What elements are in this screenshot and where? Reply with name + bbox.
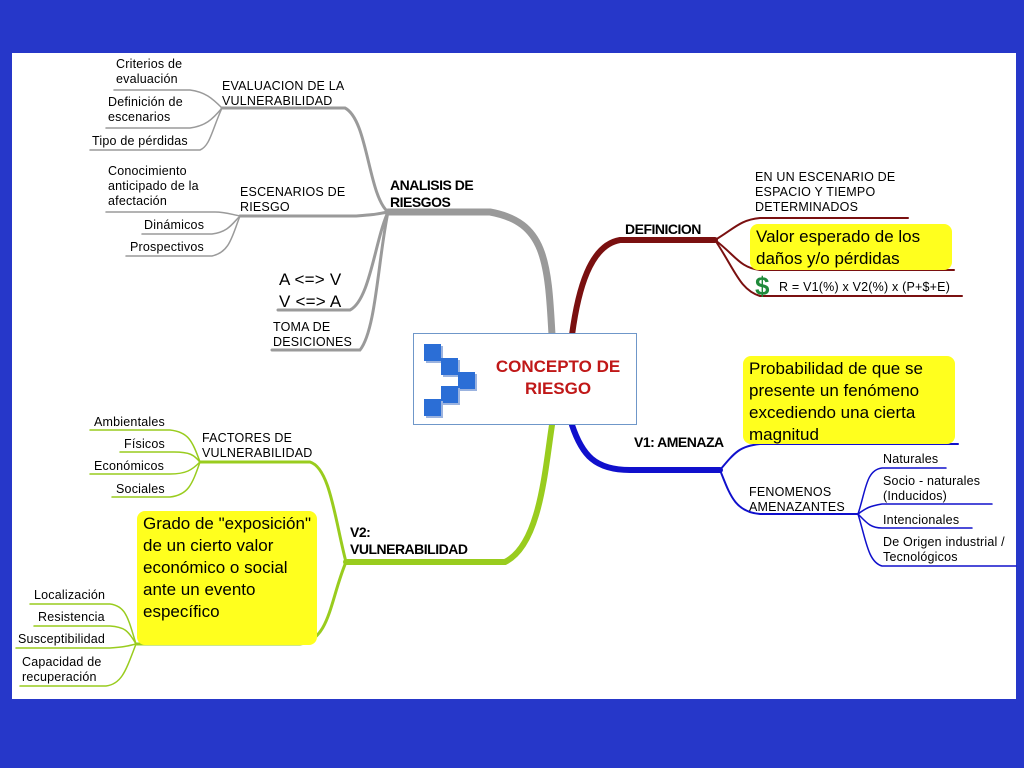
subtopic-conocimiento[interactable]: Conocimiento anticipado de la afectación [108,164,199,208]
subtopic-capacidad-recuperacion[interactable]: Capacidad de recuperación [22,655,102,684]
logo-square-icon [441,358,458,375]
subtopic-definicion-escenarios[interactable]: Definición de escenarios [108,95,183,124]
dollar-icon: $ [755,271,770,301]
highlight-grado-exposicion[interactable]: Grado de "exposición" de un cierto valor… [137,511,317,645]
topic-a-v[interactable]: A <=> V [279,270,342,289]
central-topic[interactable]: CONCEPTO DE RIESGO [413,333,637,425]
topic-escenarios[interactable]: ESCENARIOS DE RIESGO [240,185,346,214]
subtopic-ambientales[interactable]: Ambientales [94,415,165,429]
subtopic-resistencia[interactable]: Resistencia [38,610,105,624]
topic-vulnerabilidad[interactable]: V2: VULNERABILIDAD [350,524,468,557]
subtopic-susceptibilidad[interactable]: Susceptibilidad [18,632,106,646]
topic-analisis[interactable]: ANALISIS DE RIESGOS [390,177,474,210]
topic-v-a[interactable]: V <=> A [279,292,342,311]
topic-evaluacion[interactable]: EVALUACION DE LA VULNERABILIDAD [222,79,344,108]
subtopic-intencionales[interactable]: Intencionales [883,513,960,527]
topic-toma-decisiones[interactable]: TOMA DE DESICIONES [273,320,353,349]
highlight-probabilidad[interactable]: Probabilidad de que se presente un fenóm… [743,356,955,444]
formula-riesgo[interactable]: R = V1(%) x V2(%) x (P+$+E) [779,280,951,294]
topic-fenomenos[interactable]: FENOMENOS AMENAZANTES [749,485,845,514]
logo-square-icon [441,386,458,403]
highlight-valor-esperado[interactable]: Valor esperado de los daños y/o pérdidas [750,224,952,270]
logo-square-icon [458,372,475,389]
subtopic-naturales[interactable]: Naturales [883,452,939,466]
subtopic-economicos[interactable]: Económicos [94,459,165,473]
subtopic-criterios[interactable]: Criterios de evaluación [116,57,183,86]
subtopic-sociales[interactable]: Sociales [116,482,165,496]
central-topic-title: CONCEPTO DE RIESGO [495,357,621,398]
topic-factores[interactable]: FACTORES DE VULNERABILIDAD [202,431,313,460]
subtopic-prospectivos[interactable]: Prospectivos [130,240,204,254]
topic-amenaza[interactable]: V1: AMENAZA [634,434,724,450]
subtopic-escenario-espacio-tiempo[interactable]: EN UN ESCENARIO DE ESPACIO Y TIEMPO DETE… [755,170,896,214]
logo-square-icon [424,399,441,416]
topic-definicion[interactable]: DEFINICION [625,221,701,237]
subtopic-fisicos[interactable]: Físicos [124,437,165,451]
subtopic-localizacion[interactable]: Localización [34,588,106,602]
subtopic-origen-industrial[interactable]: De Origen industrial / Tecnológicos [883,535,1005,564]
logo-square-icon [424,344,441,361]
subtopic-dinamicos[interactable]: Dinámicos [144,218,205,232]
subtopic-tipo-perdidas[interactable]: Tipo de pérdidas [92,134,188,148]
subtopic-socio-naturales[interactable]: Socio - naturales (Inducidos) [883,474,981,503]
